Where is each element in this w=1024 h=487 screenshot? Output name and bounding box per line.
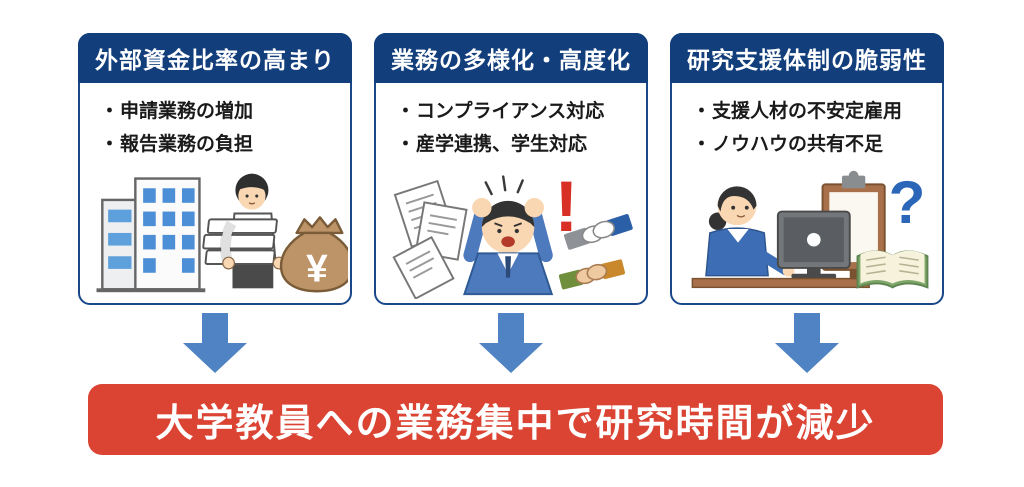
bullet-marker: ・: [396, 134, 416, 156]
box-title: 業務の多様化・高度化: [374, 33, 648, 83]
question-icon: ?: [889, 168, 926, 236]
bullet-marker: ・: [692, 101, 712, 122]
bullet-marker: ・: [396, 101, 416, 122]
down-arrow-icon: [479, 313, 543, 373]
stress-illustration: !: [378, 163, 644, 299]
stress-illustration-svg: !: [392, 167, 633, 299]
bullet-item: ・ 支援人材の不安定雇用: [692, 95, 936, 128]
down-arrow-icon: [183, 313, 247, 373]
desk-icon: [691, 277, 870, 289]
bullet-item: ・ 申請業務の増加: [100, 95, 344, 128]
bullet-text: 産学連携、学生対応: [416, 134, 588, 156]
box-title: 研究支援体制の脆弱性: [670, 33, 944, 83]
conclusion-banner-text: 大学教員への業務集中で研究時間が減少: [155, 403, 876, 445]
money-bag-icon: ¥: [279, 216, 348, 293]
handshake-partnership-icon: [558, 259, 625, 290]
bullet-list: ・ 支援人材の不安定雇用 ・ ノウハウの共有不足: [672, 83, 942, 162]
cause-box-external-funding: 外部資金比率の高まり ・ 申請業務の増加 ・ 報告業務の負担: [78, 33, 352, 305]
open-book-icon: [856, 250, 929, 289]
support-illustration: ?: [674, 163, 940, 299]
bullet-item: ・ 産学連携、学生対応: [396, 128, 640, 161]
exclamation-icon: !: [554, 167, 578, 247]
bullet-item: ・ コンプライアンス対応: [396, 95, 640, 128]
bullet-text: 報告業務の負担: [120, 134, 254, 156]
funding-illustration: ¥: [82, 163, 348, 299]
box-title: 外部資金比率の高まり: [78, 33, 352, 83]
bullet-text: ノウハウの共有不足: [712, 134, 884, 156]
bullet-list: ・ コンプライアンス対応 ・ 産学連携、学生対応: [376, 83, 646, 162]
bullet-item: ・ 報告業務の負担: [100, 128, 344, 161]
building-icon: [96, 177, 206, 293]
bullet-item: ・ ノウハウの共有不足: [692, 128, 936, 161]
cause-box-support-fragility: 研究支援体制の脆弱性 ・ 支援人材の不安定雇用 ・ ノウハウの共有不足: [670, 33, 944, 305]
support-illustration-svg: ?: [691, 168, 929, 289]
stressed-person-icon: [463, 175, 554, 296]
yen-symbol: ¥: [306, 248, 328, 291]
bullet-marker: ・: [100, 134, 120, 156]
cause-box-work-diversification: 業務の多様化・高度化 ・ コンプライアンス対応 ・ 産学連携、学生対応: [374, 33, 648, 305]
funding-illustration-svg: ¥: [96, 173, 348, 293]
bullet-marker: ・: [692, 134, 712, 156]
bullet-text: 申請業務の増加: [120, 101, 254, 122]
man-carrying-documents-icon: [202, 173, 286, 289]
down-arrow-icon: [775, 313, 839, 373]
bullet-marker: ・: [100, 101, 120, 122]
bullet-text: 支援人材の不安定雇用: [712, 101, 903, 122]
papers-icon: [392, 179, 468, 299]
computer-monitor-icon: [776, 210, 851, 279]
conclusion-banner: 大学教員への業務集中で研究時間が減少: [88, 384, 943, 455]
bullet-text: コンプライアンス対応: [416, 101, 605, 122]
handshake-business-icon: [563, 214, 633, 250]
bullet-list: ・ 申請業務の増加 ・ 報告業務の負担: [80, 83, 350, 162]
